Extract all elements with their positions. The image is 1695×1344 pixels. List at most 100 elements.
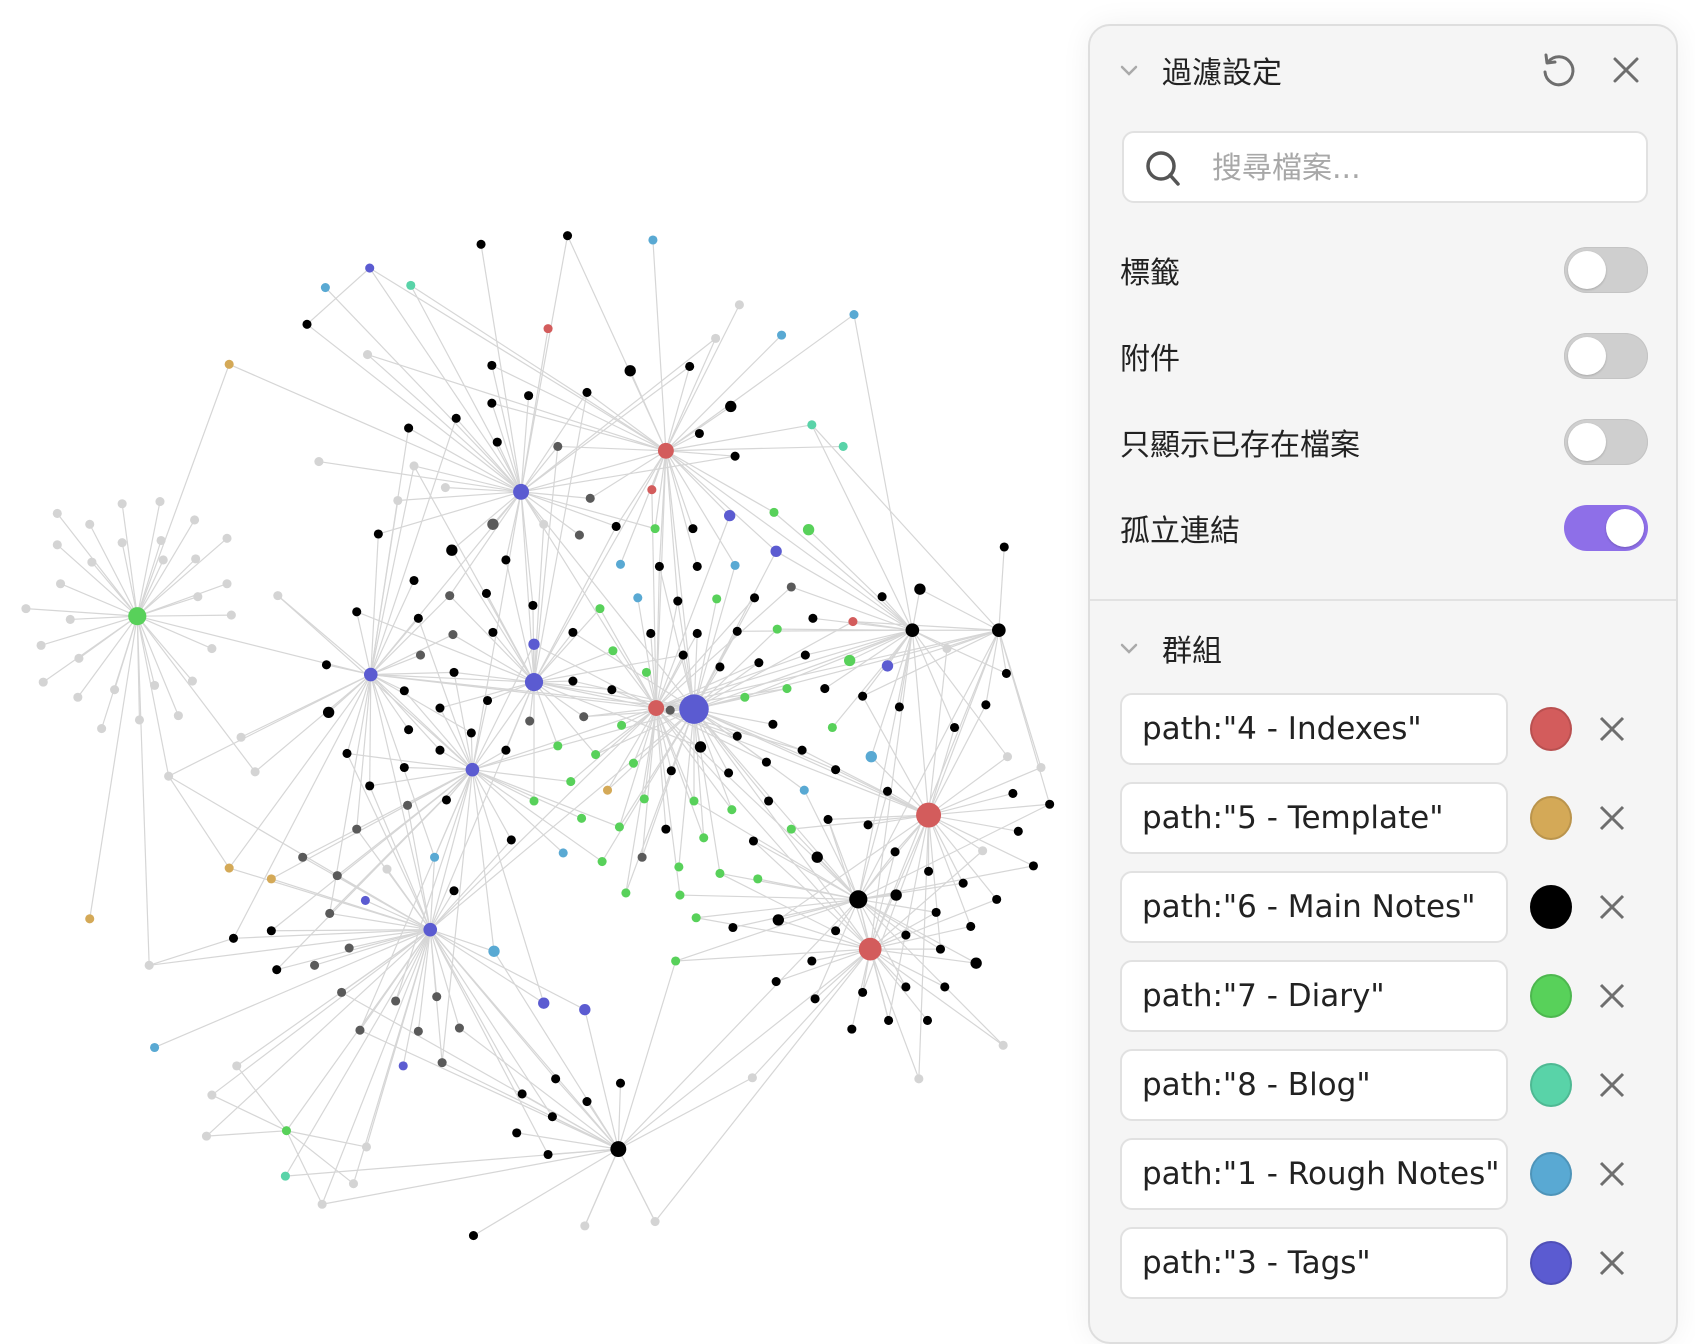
close-button[interactable] (1604, 48, 1648, 92)
graph-node[interactable] (226, 610, 236, 620)
graph-node[interactable] (838, 441, 848, 451)
graph-node[interactable] (730, 560, 740, 570)
graph-node[interactable] (615, 1078, 626, 1088)
graph-node[interactable] (715, 662, 725, 672)
graph-node[interactable] (882, 786, 893, 796)
graph-node[interactable] (187, 676, 197, 686)
graph-node[interactable] (647, 485, 657, 495)
graph-node[interactable] (802, 524, 815, 536)
graph-node[interactable] (435, 745, 445, 755)
graph-node[interactable] (914, 1074, 924, 1084)
graph-node[interactable] (692, 561, 702, 571)
graph-node[interactable] (942, 644, 952, 654)
graph-node[interactable] (699, 833, 709, 843)
orphans-toggle[interactable] (1564, 505, 1648, 551)
graph-node[interactable] (117, 499, 127, 509)
graph-node[interactable] (558, 848, 568, 858)
graph-node[interactable] (807, 420, 817, 430)
graph-node[interactable] (402, 800, 413, 810)
graph-node[interactable] (568, 676, 578, 686)
graph-node[interactable] (553, 741, 563, 751)
graph-node[interactable] (451, 413, 461, 423)
graph-node[interactable] (488, 627, 498, 637)
graph-node[interactable] (446, 544, 458, 556)
graph-node[interactable] (272, 965, 282, 975)
graph-node[interactable] (935, 944, 946, 954)
graph-node[interactable] (1028, 861, 1038, 871)
graph-node[interactable] (877, 592, 887, 602)
graph-node[interactable] (610, 1141, 627, 1158)
graph-node[interactable] (155, 497, 165, 507)
graph-node[interactable] (725, 400, 737, 413)
graph-node[interactable] (827, 722, 837, 733)
graph-nodes[interactable] (21, 231, 1055, 1241)
graph-node[interactable] (901, 930, 911, 940)
graph-node[interactable] (595, 604, 605, 614)
graph-node[interactable] (320, 283, 330, 293)
graph-node[interactable] (970, 957, 982, 969)
graph-node[interactable] (512, 1128, 522, 1138)
graph-node[interactable] (85, 914, 95, 924)
graph-node[interactable] (608, 646, 618, 656)
graph-node[interactable] (398, 1061, 408, 1071)
reset-button[interactable] (1536, 48, 1580, 92)
graph-node[interactable] (881, 660, 894, 672)
graph-node[interactable] (87, 557, 97, 567)
graph-node[interactable] (580, 1221, 590, 1231)
graph-node[interactable] (848, 617, 858, 627)
graph-node[interactable] (150, 1042, 160, 1053)
graph-node[interactable] (786, 582, 796, 592)
graph-node[interactable] (843, 654, 856, 667)
graph-node[interactable] (800, 650, 810, 660)
graph-node[interactable] (362, 350, 373, 360)
graph-node[interactable] (524, 673, 544, 692)
remove-group-button[interactable] (1590, 974, 1634, 1018)
graph-node[interactable] (574, 530, 584, 540)
graph-node[interactable] (728, 922, 738, 933)
graph-node[interactable] (770, 545, 782, 557)
graph-node[interactable] (665, 705, 675, 715)
graph-node[interactable] (614, 822, 624, 832)
graph-node[interactable] (193, 592, 203, 602)
graph-node[interactable] (654, 561, 664, 571)
graph-node[interactable] (820, 684, 830, 694)
graph-node[interactable] (831, 765, 841, 775)
graph-node[interactable] (863, 820, 873, 830)
graph-node[interactable] (628, 758, 639, 768)
graph-node[interactable] (321, 660, 332, 670)
graph-node[interactable] (52, 508, 62, 519)
graph-node[interactable] (413, 613, 423, 623)
graph-node[interactable] (36, 640, 46, 650)
graph-node[interactable] (539, 519, 549, 529)
graph-node[interactable] (748, 836, 758, 846)
graph-node[interactable] (65, 614, 75, 624)
tags-toggle[interactable] (1564, 247, 1648, 293)
graph-node[interactable] (423, 922, 438, 937)
graph-node[interactable] (250, 767, 260, 777)
graph-node[interactable] (466, 728, 476, 738)
group-color-swatch[interactable] (1530, 796, 1572, 840)
graph-node[interactable] (332, 871, 342, 881)
group-query-input[interactable] (1120, 1138, 1508, 1210)
graph-node[interactable] (694, 428, 704, 439)
graph-node[interactable] (648, 700, 665, 717)
graph-node[interactable] (678, 650, 688, 660)
graph-node[interactable] (355, 1025, 365, 1035)
graph-node[interactable] (782, 684, 792, 694)
graph-node[interactable] (749, 593, 760, 603)
existing-files-only-toggle[interactable] (1564, 419, 1648, 465)
graph-node[interactable] (999, 542, 1009, 552)
graph-node[interactable] (582, 1096, 592, 1107)
graph-node[interactable] (597, 857, 607, 867)
remove-group-button[interactable] (1590, 796, 1634, 840)
graph-node[interactable] (849, 310, 859, 320)
graph-node[interactable] (228, 933, 239, 943)
graph-node[interactable] (164, 771, 174, 781)
group-query-input[interactable] (1120, 960, 1508, 1032)
graph-node[interactable] (468, 1231, 479, 1241)
graph-node[interactable] (568, 627, 578, 637)
graph-node[interactable] (579, 712, 589, 722)
graph-node[interactable] (810, 994, 820, 1004)
graph-node[interactable] (373, 529, 383, 539)
graph-node[interactable] (224, 863, 234, 873)
